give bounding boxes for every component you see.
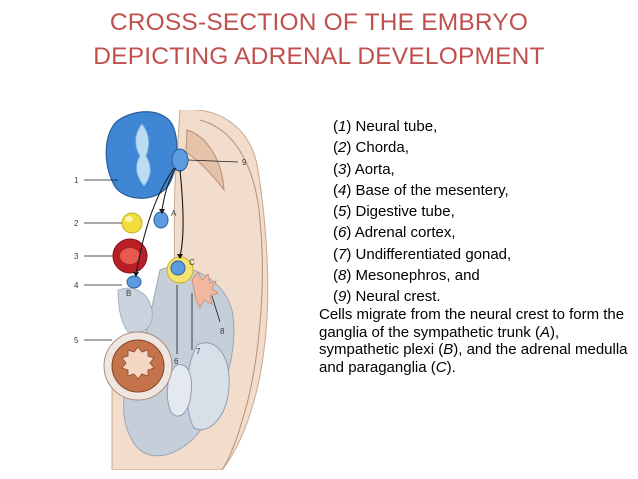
body-wall-outer: [199, 119, 263, 470]
fig-label-5: 5: [74, 336, 79, 345]
embryo-cross-section-diagram: 1 2 3 4 5 6 7 8 9 A B C: [72, 110, 322, 470]
legend-item: (6) Adrenal cortex,: [333, 224, 456, 242]
title-line-1: CROSS-SECTION OF THE EMBRYO: [109, 9, 529, 36]
legend-item: (9) Neural crest.: [333, 288, 441, 306]
digestive-lumen: [121, 346, 155, 380]
fig-letter-a: A: [171, 209, 177, 218]
legend-list: (1) Neural tube, (2) Chorda, (3) Aorta, …: [333, 116, 633, 308]
legend-item: (5) Digestive tube,: [333, 203, 455, 221]
sympathetic-plexus: [126, 275, 142, 289]
fig-label-9: 9: [242, 158, 247, 167]
legend-item: (3) Aorta,: [333, 160, 395, 178]
neural-tube-lumen: [135, 123, 151, 187]
adrenal-medulla: [170, 260, 186, 276]
fig-label-4: 4: [74, 281, 79, 290]
fig-label-8: 8: [220, 327, 225, 336]
fig-letter-b: B: [126, 289, 131, 298]
legend-item: (4) Base of the mesentery,: [333, 181, 509, 199]
caption-text: Cells migrate from the neural crest to f…: [319, 306, 628, 376]
fig-label-2: 2: [74, 219, 79, 228]
mesonephric-tubules: [191, 271, 219, 309]
sympathetic-trunk: [153, 211, 169, 229]
neural-crest: [171, 148, 189, 172]
legend-item: (2) Chorda,: [333, 139, 409, 157]
fig-label-6: 6: [174, 357, 179, 366]
legend-item: (8) Mesonephros, and: [333, 267, 480, 285]
legend-item: (7) Undifferentiated gonad,: [333, 245, 512, 263]
legend-item: (1) Neural tube,: [333, 118, 438, 135]
chorda: [121, 212, 143, 234]
fig-label-3: 3: [74, 252, 79, 261]
title-line-2: DEPICTING ADRENAL DEVELOPMENT: [93, 43, 545, 70]
page-title: CROSS-SECTION OF THE EMBRYO DEPICTING AD…: [0, 6, 638, 74]
mesentery: [117, 287, 153, 333]
dorsal-fold: [185, 129, 225, 192]
fig-label-1: 1: [74, 176, 79, 185]
gonad: [166, 364, 192, 417]
fig-label-7: 7: [196, 347, 201, 356]
fig-letter-c: C: [189, 258, 195, 267]
